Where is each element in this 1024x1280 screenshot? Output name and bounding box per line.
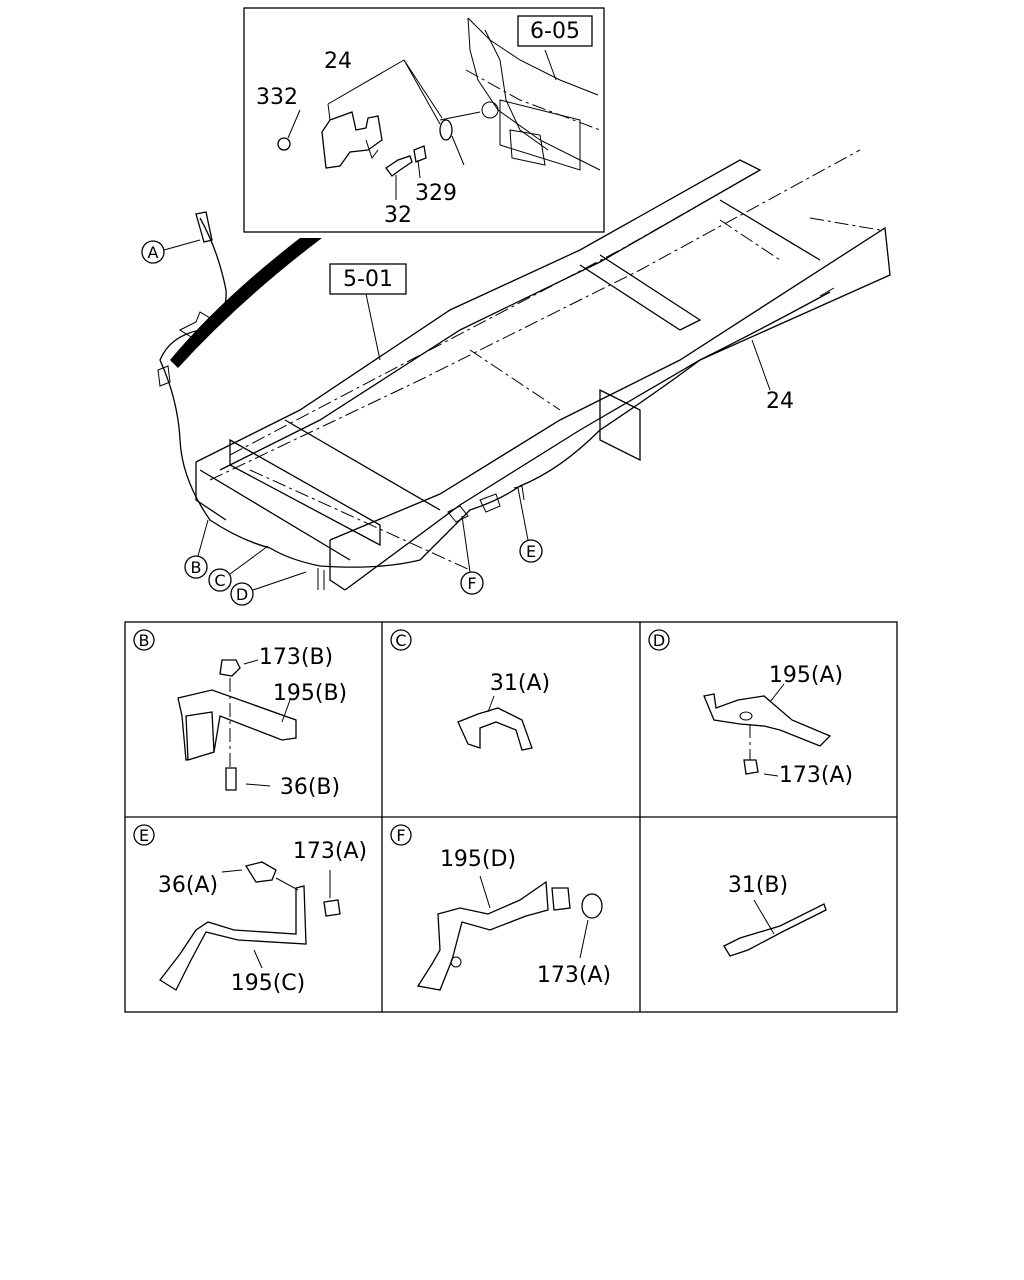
clip-31a xyxy=(457,707,533,751)
detail-f-label-1: 195(D) xyxy=(440,847,516,872)
inset-label-329: 329 xyxy=(415,181,457,206)
callout-c: C xyxy=(208,545,269,592)
svg-text:F: F xyxy=(467,574,476,593)
nut-173a-f xyxy=(581,893,603,919)
svg-text:E: E xyxy=(526,542,536,561)
detail-e: E 173(A) 36(A) 195(C) xyxy=(133,824,367,996)
bracket-195d xyxy=(416,880,549,991)
detail-c-label-1: 31(A) xyxy=(490,671,550,696)
callout-e: E xyxy=(517,487,543,563)
nut-173a xyxy=(743,759,759,775)
callout-a: A xyxy=(141,239,201,264)
cab-edge-wedge xyxy=(170,238,322,368)
detail-c: C 31(A) xyxy=(390,629,550,751)
detail-d-label-2: 173(A) xyxy=(779,763,853,788)
grommet xyxy=(439,119,453,141)
chassis-frame: 5-01 24 A B C D F xyxy=(141,149,891,606)
parking-brake-cable xyxy=(159,217,831,568)
bracket-195c xyxy=(159,885,307,991)
ref-6-05: 6-05 xyxy=(530,19,580,44)
bolt-36b xyxy=(225,767,237,791)
detail-b-label-3: 36(B) xyxy=(280,775,340,800)
inset-label-332: 332 xyxy=(256,85,298,110)
bracket-195a xyxy=(703,693,832,747)
detail-tie-label-1: 31(B) xyxy=(728,873,788,898)
bolt-36a xyxy=(244,861,277,883)
detail-f: F 195(D) 173(A) xyxy=(390,824,611,991)
inset-label-24: 24 xyxy=(324,49,352,74)
detail-d-letter: D xyxy=(653,631,665,650)
inset-frame xyxy=(243,7,605,233)
svg-text:D: D xyxy=(236,585,248,604)
detail-e-letter: E xyxy=(139,826,149,845)
nut-173a-e xyxy=(323,899,341,917)
detail-b-letter: B xyxy=(139,631,150,650)
callout-f: F xyxy=(460,515,484,595)
inset-label-32: 32 xyxy=(384,203,412,228)
cable-end-a xyxy=(195,211,213,243)
inset-cab-detail: 6-05 24 332 329 32 xyxy=(243,7,605,233)
callout-d: D xyxy=(230,571,307,606)
detail-d-label-1: 195(A) xyxy=(769,663,843,688)
svg-text:C: C xyxy=(214,571,225,590)
stud-195d xyxy=(551,887,571,911)
detail-e-label-1: 173(A) xyxy=(293,839,367,864)
callout-b: B xyxy=(184,519,209,579)
detail-b-label-1: 173(B) xyxy=(259,645,333,670)
cable-bracket-a xyxy=(178,311,213,341)
detail-grid xyxy=(124,621,898,1013)
detail-b: B 173(B) 195(B) 36(B) xyxy=(133,629,347,800)
detail-d: D 195(A) 173(A) xyxy=(648,629,853,788)
ref-box-6-05 xyxy=(517,15,593,47)
detail-f-letter: F xyxy=(396,826,405,845)
detail-f-label-2: 173(A) xyxy=(537,963,611,988)
detail-b-label-2: 195(B) xyxy=(273,681,347,706)
ref-box-5-01 xyxy=(329,263,407,295)
label-24: 24 xyxy=(766,389,794,414)
nut-332 xyxy=(277,137,291,151)
svg-text:A: A xyxy=(148,243,159,262)
detail-e-label-3: 195(C) xyxy=(231,971,306,996)
svg-text:B: B xyxy=(191,558,202,577)
ref-5-01: 5-01 xyxy=(343,267,393,292)
detail-tie-strap: 31(B) xyxy=(723,873,827,957)
detail-e-label-2: 36(A) xyxy=(158,873,218,898)
washer-329 xyxy=(413,145,427,163)
bracket-24 xyxy=(321,111,383,169)
cable-tie-31b xyxy=(723,903,827,957)
nut-173b xyxy=(219,659,241,677)
detail-c-letter: C xyxy=(395,631,406,650)
bolt-32 xyxy=(385,155,413,177)
